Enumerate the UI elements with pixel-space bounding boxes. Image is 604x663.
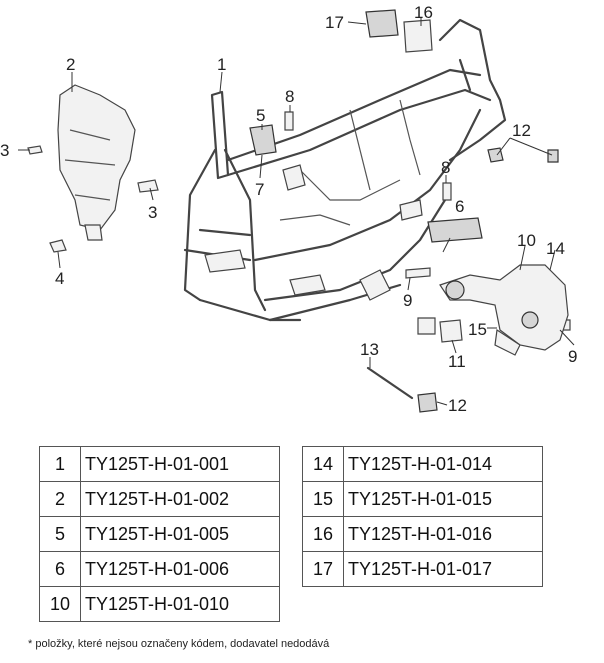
part-code: TY125T-H-01-006 xyxy=(80,551,280,587)
callout-9b: 9 xyxy=(568,347,577,366)
callout-15: 15 xyxy=(468,320,487,339)
part-code: TY125T-H-01-001 xyxy=(80,446,280,482)
callout-8b: 8 xyxy=(441,158,450,177)
nut-part xyxy=(547,149,559,163)
callout-7: 7 xyxy=(255,180,264,199)
part-number: 5 xyxy=(39,516,81,552)
callout-16: 16 xyxy=(414,3,433,22)
parts-table-right: 14 TY125T-H-01-014 15 TY125T-H-01-015 16… xyxy=(302,446,543,587)
table-row: 16 TY125T-H-01-016 xyxy=(302,516,543,552)
part-number: 15 xyxy=(302,481,344,517)
part-number: 2 xyxy=(39,481,81,517)
table-row: 5 TY125T-H-01-005 xyxy=(39,516,280,552)
leader-lines xyxy=(18,18,575,406)
part-number: 6 xyxy=(39,551,81,587)
part-number: 14 xyxy=(302,446,344,482)
callout-4: 4 xyxy=(55,269,64,288)
bushing-part xyxy=(417,317,463,343)
callout-13: 13 xyxy=(360,340,379,359)
part-code: TY125T-H-01-017 xyxy=(343,551,543,587)
callout-14: 14 xyxy=(546,239,565,258)
nut-part xyxy=(417,392,438,413)
callout-8a: 8 xyxy=(285,87,294,106)
part-number: 1 xyxy=(39,446,81,482)
footnote: * položky, které nejsou označeny kódem, … xyxy=(28,638,330,650)
frame-exploded-diagram: 1 2 3 3 4 5 6 7 8 8 9 9 10 11 12 12 13 1… xyxy=(0,3,577,415)
part-code: TY125T-H-01-005 xyxy=(80,516,280,552)
callout-12a: 12 xyxy=(512,121,531,140)
part-code: TY125T-H-01-014 xyxy=(343,446,543,482)
part-code: TY125T-H-01-015 xyxy=(343,481,543,517)
callout-6: 6 xyxy=(455,197,464,216)
callout-3b: 3 xyxy=(148,203,157,222)
part-number: 10 xyxy=(39,586,81,622)
part-number: 17 xyxy=(302,551,344,587)
callout-1: 1 xyxy=(217,55,226,74)
engine-hanger-part xyxy=(439,264,569,356)
long-bolt-part xyxy=(366,366,414,400)
callout-labels: 1 2 3 3 4 5 6 7 8 8 9 9 10 11 12 12 13 1… xyxy=(0,3,577,415)
table-row: 1 TY125T-H-01-001 xyxy=(39,446,280,482)
main-frame-drawing xyxy=(183,18,507,322)
callout-12b: 12 xyxy=(448,396,467,415)
part-code: TY125T-H-01-002 xyxy=(80,481,280,517)
parts-table-left: 1 TY125T-H-01-001 2 TY125T-H-01-002 5 TY… xyxy=(39,446,280,622)
callout-5: 5 xyxy=(256,106,265,125)
callout-9a: 9 xyxy=(403,291,412,310)
part-code: TY125T-H-01-010 xyxy=(80,586,280,622)
table-row: 17 TY125T-H-01-017 xyxy=(302,551,543,587)
part-code: TY125T-H-01-016 xyxy=(343,516,543,552)
callout-3a: 3 xyxy=(0,141,9,160)
table-row: 14 TY125T-H-01-014 xyxy=(302,446,543,482)
callout-17: 17 xyxy=(325,13,344,32)
table-row: 15 TY125T-H-01-015 xyxy=(302,481,543,517)
plate-part xyxy=(403,19,433,53)
callout-2: 2 xyxy=(66,55,75,74)
table-row: 6 TY125T-H-01-006 xyxy=(39,551,280,587)
table-row: 2 TY125T-H-01-002 xyxy=(39,481,280,517)
table-row: 10 TY125T-H-01-010 xyxy=(39,586,280,622)
part-number: 16 xyxy=(302,516,344,552)
front-bracket-part xyxy=(57,84,136,241)
footrest-pad-6 xyxy=(427,217,483,243)
callout-10: 10 xyxy=(517,231,536,250)
footrest-pad-5 xyxy=(249,124,277,156)
callout-11: 11 xyxy=(448,352,466,371)
relay-part xyxy=(365,9,399,38)
